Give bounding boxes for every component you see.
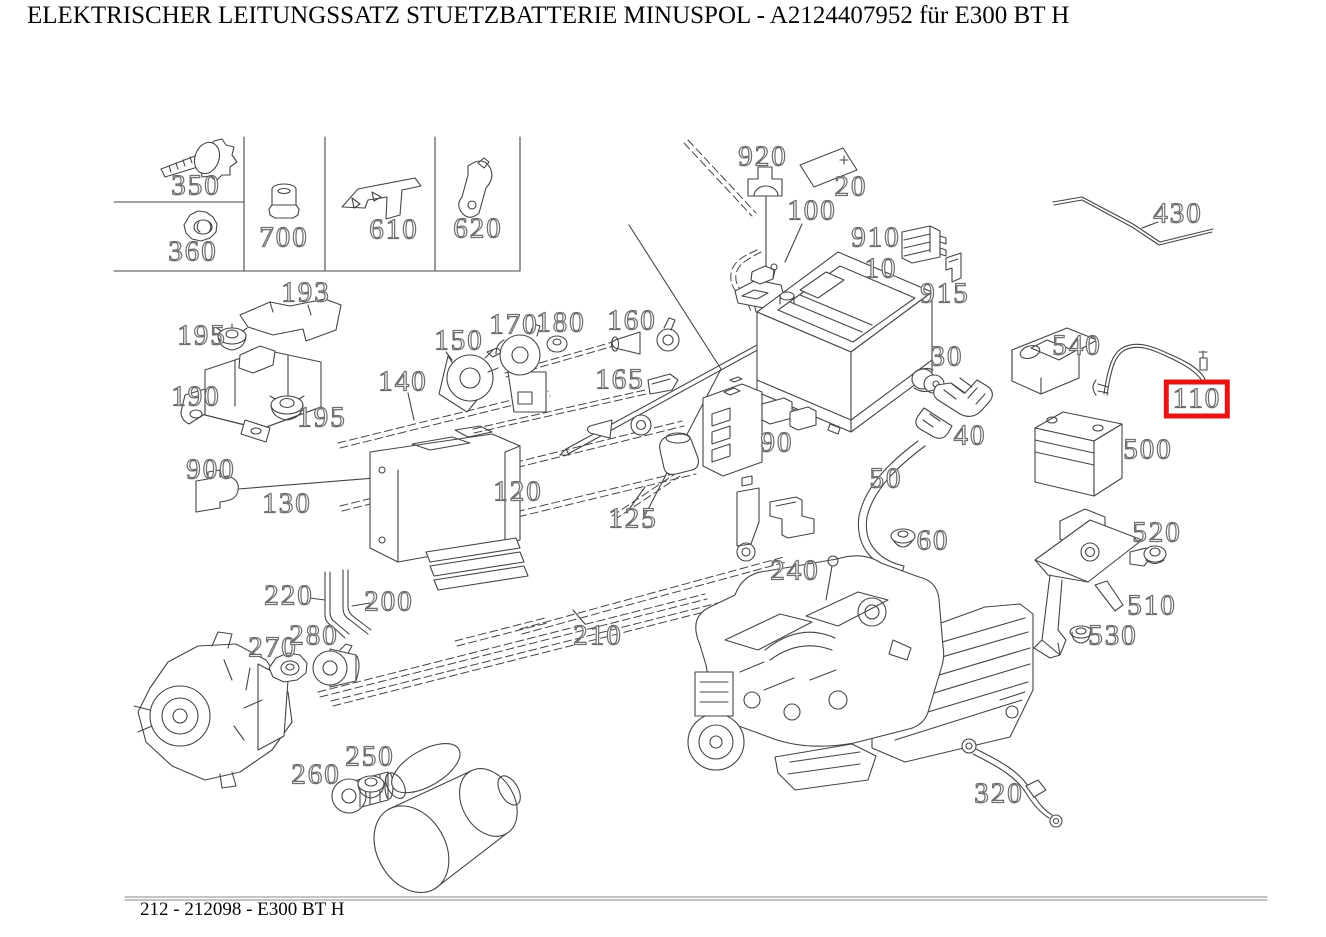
grommet-520-glyph xyxy=(1143,545,1167,565)
elbow-40-glyph xyxy=(915,377,993,439)
battery-10-glyph xyxy=(559,251,933,456)
part-label-610[interactable]: 610 xyxy=(369,213,419,246)
alternator-glyph xyxy=(133,631,293,789)
part-label-620[interactable]: 620 xyxy=(453,212,503,245)
part-label-240[interactable]: 240 xyxy=(770,554,820,587)
part-label-140[interactable]: 140 xyxy=(378,365,428,398)
part-label-520[interactable]: 520 xyxy=(1132,516,1182,549)
part-label-125[interactable]: 125 xyxy=(608,502,658,535)
cover-540-glyph xyxy=(1011,327,1098,395)
connector-910-glyph xyxy=(901,225,947,264)
control-unit-130-glyph xyxy=(369,425,529,591)
starter-glyph xyxy=(373,743,521,894)
bracket-620-glyph xyxy=(458,157,493,218)
connector-90-glyph xyxy=(702,376,817,477)
ground-cable-320-glyph xyxy=(961,738,1063,828)
part-label-500[interactable]: 500 xyxy=(1123,433,1173,466)
part-label-700[interactable]: 700 xyxy=(259,221,309,254)
brackets-240-glyph xyxy=(736,475,815,562)
arrow-plug-900-glyph xyxy=(195,469,239,513)
nut-360-glyph xyxy=(183,210,218,242)
nut-530-glyph xyxy=(1069,625,1093,644)
part-label-10[interactable]: 10 xyxy=(864,252,898,285)
part-label-160[interactable]: 160 xyxy=(607,304,657,337)
motor-280-glyph xyxy=(312,643,360,688)
footer-rule xyxy=(124,896,1268,901)
part-label-90[interactable]: 90 xyxy=(760,426,794,459)
part-label-30[interactable]: 30 xyxy=(930,340,964,373)
part-label-270[interactable]: 270 xyxy=(248,631,298,664)
motor-170-glyph xyxy=(495,323,547,413)
part-label-195b[interactable]: 195 xyxy=(297,401,347,434)
cable-110-glyph xyxy=(1092,343,1208,396)
clip-920-glyph xyxy=(747,166,783,197)
part-label-510[interactable]: 510 xyxy=(1127,589,1177,622)
part-label-193[interactable]: 193 xyxy=(281,276,331,309)
part-label-60[interactable]: 60 xyxy=(916,524,950,557)
bracket-wires-220-200-glyph xyxy=(324,569,372,639)
part-label-250[interactable]: 250 xyxy=(345,740,395,773)
part-label-540[interactable]: 540 xyxy=(1052,329,1102,362)
part-label-120[interactable]: 120 xyxy=(493,475,543,508)
part-label-180[interactable]: 180 xyxy=(536,306,586,339)
part-label-150[interactable]: 150 xyxy=(434,324,484,357)
part-label-320[interactable]: 320 xyxy=(974,777,1024,810)
footer-text: 212 - 212098 - E300 BT H xyxy=(140,899,345,920)
page-title: ELEKTRISCHER LEITUNGSSATZ STUETZBATTERIE… xyxy=(27,2,1070,29)
part-label-165[interactable]: 165 xyxy=(595,363,645,396)
part-label-350[interactable]: 350 xyxy=(171,169,221,202)
part-label-210[interactable]: 210 xyxy=(573,619,623,652)
nut-195b-glyph xyxy=(269,395,305,421)
part-label-260[interactable]: 260 xyxy=(291,758,341,791)
part-label-100[interactable]: 100 xyxy=(787,194,837,227)
parts-grid xyxy=(113,136,521,272)
nut-270-glyph xyxy=(268,652,308,683)
nut-195a-glyph xyxy=(216,323,248,351)
wire-430-glyph xyxy=(1052,196,1214,246)
part-label-200[interactable]: 200 xyxy=(364,585,414,618)
bracket-610-glyph xyxy=(341,177,422,220)
part-label-910[interactable]: 910 xyxy=(851,221,901,254)
leader-lines xyxy=(237,196,1159,625)
part-label-40[interactable]: 40 xyxy=(953,419,987,452)
part-label-190[interactable]: 190 xyxy=(171,380,221,413)
hose-50-glyph xyxy=(857,440,926,574)
cover-plate-20-glyph xyxy=(799,147,858,188)
part-label-50[interactable]: 50 xyxy=(869,462,903,495)
part-label-280[interactable]: 280 xyxy=(289,619,339,652)
bolt-350-glyph xyxy=(160,138,238,182)
part-label-130[interactable]: 130 xyxy=(262,487,312,520)
part-label-430[interactable]: 430 xyxy=(1153,197,1203,230)
part-label-195a[interactable]: 195 xyxy=(177,319,227,352)
sleeve-700-glyph xyxy=(268,183,300,219)
grommet-60-glyph xyxy=(890,528,916,548)
engine-glyph xyxy=(687,555,1034,791)
bracket-915-glyph xyxy=(945,252,962,283)
part-label-530[interactable]: 530 xyxy=(1088,619,1138,652)
nut-250-glyph xyxy=(357,775,385,799)
part-label-915[interactable]: 915 xyxy=(920,277,970,310)
terminal-160-glyph xyxy=(610,317,680,355)
part-label-110[interactable]: 110 xyxy=(1163,379,1231,419)
bracket-193-glyph xyxy=(239,298,342,342)
tray-510-glyph xyxy=(1033,508,1153,659)
part-label-170[interactable]: 170 xyxy=(489,308,539,341)
part-label-900[interactable]: 900 xyxy=(186,453,236,486)
part-label-220[interactable]: 220 xyxy=(264,579,314,612)
terminal-165-glyph xyxy=(586,373,699,475)
harness-cables xyxy=(317,139,787,707)
part-label-360[interactable]: 360 xyxy=(168,235,218,268)
part-label-20[interactable]: 20 xyxy=(834,170,868,203)
aux-battery-500-glyph xyxy=(1034,411,1123,497)
part-label-920[interactable]: 920 xyxy=(738,140,788,173)
grommet-180-glyph xyxy=(546,335,568,353)
relay-150-glyph xyxy=(438,347,503,413)
